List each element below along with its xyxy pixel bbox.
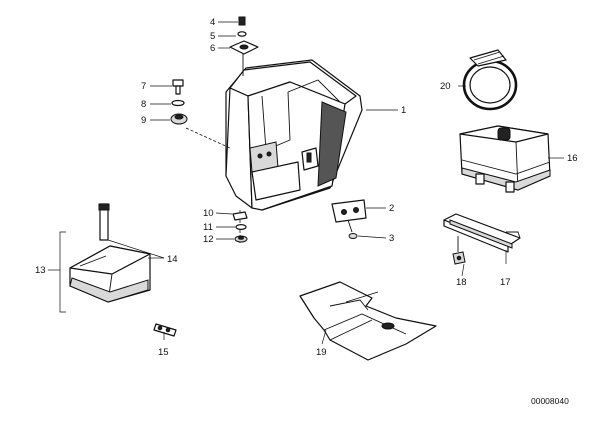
hose-clamp xyxy=(462,49,518,111)
callout-4: 4 xyxy=(210,17,215,28)
control-unit xyxy=(459,125,551,193)
pump-grommet-stack xyxy=(170,79,188,125)
callout-9: 9 xyxy=(141,115,146,126)
mount-hole xyxy=(257,153,263,159)
washer-8 xyxy=(171,99,185,107)
screw-4 xyxy=(238,16,246,26)
deflector-plate xyxy=(299,281,437,361)
mounting-rail xyxy=(443,213,521,253)
washer-5 xyxy=(237,31,247,37)
callout-11: 11 xyxy=(203,222,213,233)
callout-5: 5 xyxy=(210,31,215,42)
callout-16: 16 xyxy=(567,153,578,164)
group-bracket-13 xyxy=(59,231,66,313)
callout-8: 8 xyxy=(141,99,146,110)
leader-lines xyxy=(48,21,564,345)
filler-cap-stack xyxy=(229,16,259,76)
callout-18: 18 xyxy=(456,277,467,288)
callout-20: 20 xyxy=(440,81,451,92)
pump-module xyxy=(69,203,151,303)
callout-2: 2 xyxy=(389,203,394,214)
reservoir-tank xyxy=(185,59,363,244)
callout-19: 19 xyxy=(316,347,327,358)
nut-10 xyxy=(232,211,248,221)
nut-18 xyxy=(452,236,466,265)
mount-hole xyxy=(266,151,272,157)
callout-14: 14 xyxy=(167,254,178,265)
screw-3 xyxy=(348,233,358,239)
callout-17: 17 xyxy=(500,277,511,288)
callout-12: 12 xyxy=(203,234,214,245)
callout-7: 7 xyxy=(141,81,146,92)
washer-11 xyxy=(235,224,247,231)
callout-13: 13 xyxy=(35,265,46,276)
callout-10: 10 xyxy=(203,208,214,219)
nut-stack xyxy=(232,211,248,243)
document-number: 00008040 xyxy=(531,396,569,406)
callout-6: 6 xyxy=(210,43,215,54)
callout-3: 3 xyxy=(389,233,394,244)
bracket-plate xyxy=(331,199,367,239)
connector-15 xyxy=(153,323,177,337)
plate-2 xyxy=(331,199,367,223)
callout-15: 15 xyxy=(158,347,169,358)
callout-1: 1 xyxy=(401,105,406,116)
bolt-7-head xyxy=(172,79,184,87)
